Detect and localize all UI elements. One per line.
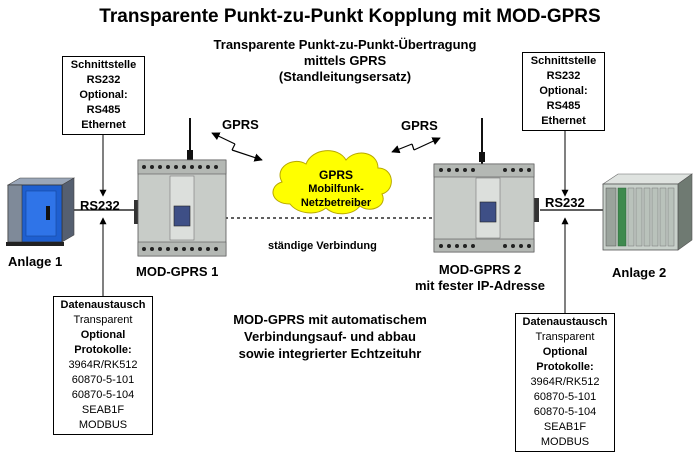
data-box-optional: Optional [542,346,588,358]
data-box-optional: Optional [80,329,126,341]
protocol-item: 3964R/RK512 [68,359,138,371]
protocol-item: 3964R/RK512 [530,376,600,388]
interface-line: Schnittstelle [70,59,137,71]
subtitle-line: Transparente Punkt-zu-Punkt-Übertragung [213,37,477,52]
note-line: sowie integrierter Echtzeituhr [238,346,422,361]
data-box-right: Datenaustausch Transparent Optional Prot… [515,313,615,452]
plant-right-label: Anlage 2 [612,265,667,280]
protocol-item: SEAB1F [543,421,587,433]
interface-line: Optional: [79,89,128,101]
plant-left-label: Anlage 1 [8,254,63,269]
protocol-item: MODBUS [78,419,128,431]
subtitle-line: (Standleitungsersatz) [278,69,412,84]
interface-line: Schnittstelle [530,55,597,67]
modem-right-icon [433,118,539,253]
data-box-optional: Protokolle: [74,344,132,356]
callout-lines [99,130,569,313]
data-box-optional: Protokolle: [536,361,594,373]
gprs-label-left: GPRS [222,117,259,132]
plant-right-icon [602,173,693,251]
note-line: Verbindungsauf- und abbau [244,329,416,344]
device-left-label: MOD-GPRS 1 [136,264,219,279]
subtitle-line: mittels GPRS [303,53,387,68]
connection-label: ständige Verbindung [268,240,377,252]
device-right-name: MOD-GPRS 2 [438,262,522,277]
protocol-item: SEAB1F [81,404,125,416]
interface-box-left: Schnittstelle RS232 Optional: RS485 Ethe… [62,56,145,135]
interface-line: RS485 [546,100,581,112]
cloud-line: Netzbetreiber [300,197,372,209]
interface-box-right: Schnittstelle RS232 Optional: RS485 Ethe… [522,52,605,131]
cloud-line: Mobilfunk- [308,183,364,195]
device-right-label: MOD-GPRS 2 mit fester IP-Adresse [410,262,550,294]
subtitle: Transparente Punkt-zu-Punkt-Übertragung … [180,37,510,85]
interface-line: Optional: [539,85,588,97]
protocol-item: 60870-5-101 [533,391,597,403]
data-box-header: Datenaustausch [60,299,146,311]
plant-left-icon [6,177,76,246]
protocol-item: 60870-5-101 [71,374,135,386]
cloud-label: GPRS Mobilfunk- Netzbetreiber [290,168,382,210]
interface-line: RS232 [86,74,121,86]
page-title: Transparente Punkt-zu-Punkt Kopplung mit… [99,6,601,27]
interface-line: Ethernet [81,119,126,131]
cloud-line: GPRS [318,168,353,182]
rs232-label-right: RS232 [545,195,585,210]
device-right-sub: mit fester IP-Adresse [414,278,546,293]
gprs-label-right: GPRS [401,118,438,133]
data-box-left: Datenaustausch Transparent Optional Prot… [53,296,153,435]
note-line: MOD-GPRS mit automatischem [233,312,427,327]
rs232-label-left: RS232 [80,198,120,213]
interface-line: RS232 [546,70,581,82]
protocol-item: MODBUS [540,436,590,448]
interface-line: Ethernet [541,115,586,127]
data-box-mode: Transparent [73,314,133,326]
feature-note: MOD-GPRS mit automatischem Verbindungsau… [190,311,470,362]
modem-left-icon [134,118,227,257]
data-box-mode: Transparent [535,331,595,343]
interface-line: RS485 [86,104,121,116]
gprs-arrow-left [211,132,263,162]
data-box-header: Datenaustausch [522,316,608,328]
cloud-icon [272,150,392,215]
protocol-item: 60870-5-104 [533,406,597,418]
gprs-arrow-right [391,137,441,154]
protocol-item: 60870-5-104 [71,389,135,401]
